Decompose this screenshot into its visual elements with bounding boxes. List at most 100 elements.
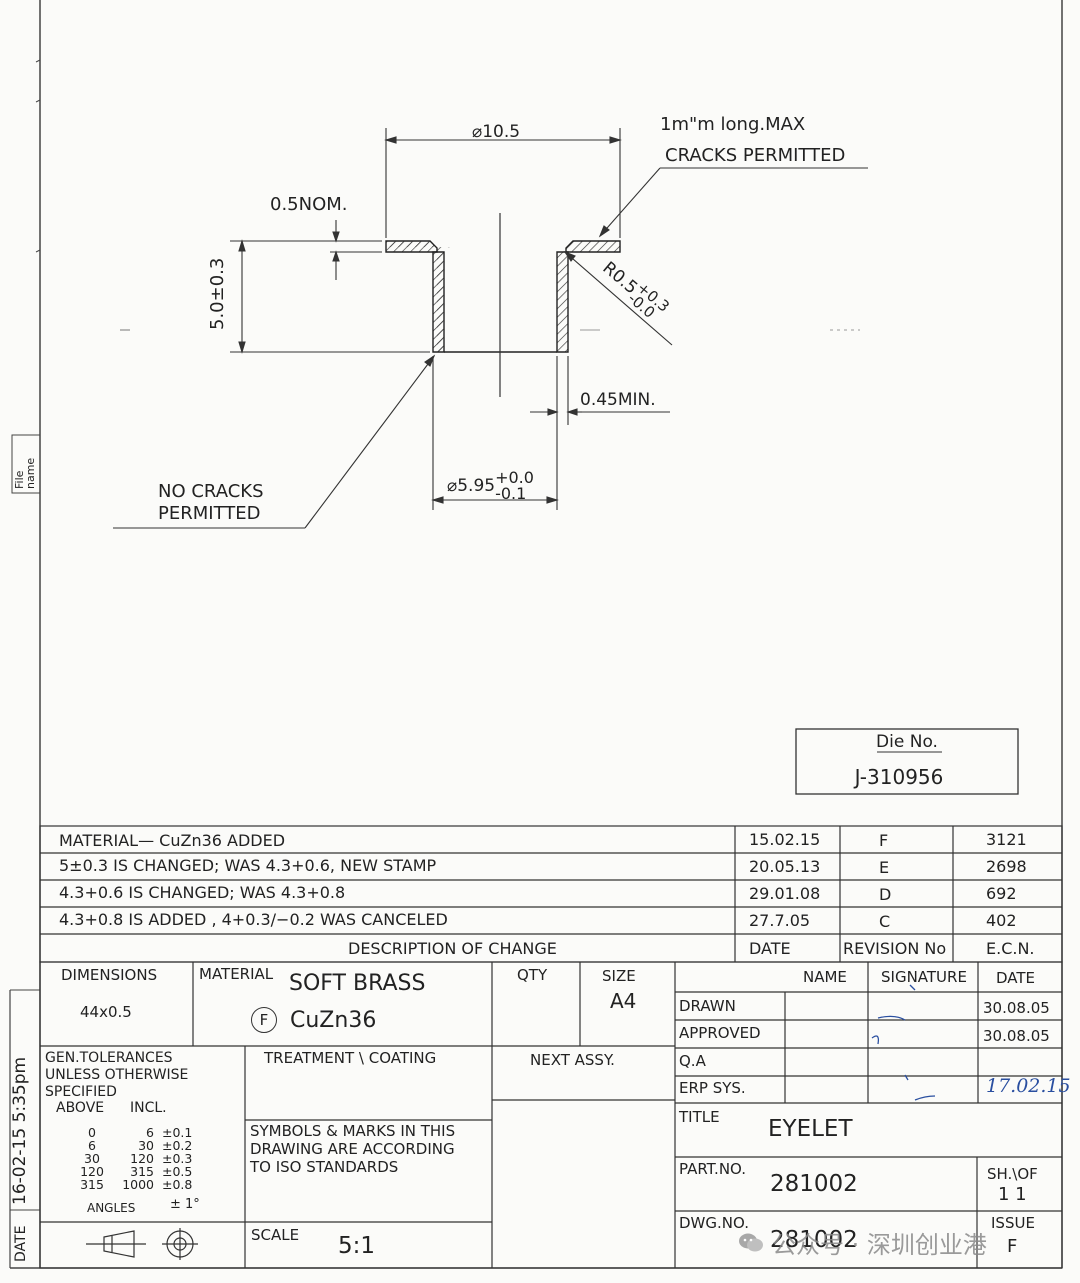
die-value: J-310956 (854, 765, 944, 789)
revision-header-rev: REVISION No (843, 939, 947, 958)
erp-date: 17.02.15 (986, 1075, 1071, 1097)
tolerance-value: ±0.8 (162, 1177, 193, 1192)
tolerance-row: 120 315 ±0.5 (72, 1165, 208, 1178)
size-value: A4 (610, 989, 637, 1013)
dwg-label: DWG.NO. (679, 1214, 749, 1232)
revision-description: 4.3+0.8 IS ADDED , 4+0.3/−0.2 WAS CANCEL… (59, 910, 448, 929)
tolerances-line1: GEN.TOLERANCES (45, 1050, 173, 1066)
dim-inner-diameter: ⌀5.95+0.0-0.1 (447, 470, 534, 502)
left-tube (432, 251, 445, 353)
watermark-text: 公众号 · 深圳创业港 (772, 1231, 987, 1259)
flange-note-line1: 1m"m long.MAX (660, 114, 806, 135)
revision-ecn: 2698 (986, 857, 1027, 876)
tolerance-incl: 120 (130, 1151, 154, 1166)
tolerances-line3: SPECIFIED (45, 1084, 117, 1100)
sheet-label: SH.\OF (987, 1165, 1038, 1183)
tolerance-above: 315 (80, 1177, 104, 1192)
file-name-label: File name (13, 457, 37, 489)
revision-description: MATERIAL— CuZn36 ADDED (59, 831, 286, 850)
chat-bubble-icon (738, 1232, 764, 1254)
issue-value: F (1007, 1236, 1018, 1257)
symbols-line3: TO ISO STANDARDS (250, 1158, 399, 1176)
qty-label: QTY (517, 966, 548, 984)
angles-label: ANGLES (87, 1201, 136, 1215)
drawn-date: 30.08.05 (983, 999, 1050, 1017)
qa-label: Q.A (679, 1052, 706, 1070)
dim-thickness: 0.5NOM. (270, 194, 348, 215)
eyelet-section (120, 213, 860, 397)
tolerance-above: 30 (84, 1151, 100, 1166)
revision-table-grid (39, 825, 1063, 963)
treatment-label: TREATMENT \ COATING (264, 1049, 437, 1067)
revision-date: 29.01.08 (749, 884, 821, 903)
left-flange (385, 240, 438, 253)
next-assy-label: NEXT ASSY. (530, 1051, 615, 1069)
title-label: TITLE (679, 1108, 720, 1126)
part-value: 281002 (770, 1171, 858, 1197)
revision-letter: F (879, 831, 889, 850)
tolerance-incl: 6 (146, 1125, 154, 1140)
revision-description: 5±0.3 IS CHANGED; WAS 4.3+0.6, NEW STAMP (59, 856, 437, 875)
tolerance-value: ±0.2 (162, 1138, 193, 1153)
signature-header: SIGNATURE (881, 968, 967, 986)
revision-header-date: DATE (749, 939, 791, 958)
tolerance-above: 0 (88, 1125, 96, 1140)
tolerance-above: 6 (88, 1138, 96, 1153)
tolerance-row: 315 1000 ±0.8 (72, 1178, 208, 1191)
name-header: NAME (803, 968, 847, 986)
flange-note-line2: CRACKS PERMITTED (665, 145, 846, 166)
date-label-side: DATE (13, 1225, 29, 1262)
symbols-line2: DRAWING ARE ACCORDING (250, 1140, 455, 1158)
issue-label: ISSUE (991, 1214, 1035, 1232)
symbols-line1: SYMBOLS & MARKS IN THIS (250, 1122, 456, 1140)
inner-diameter-value: ⌀5.95 (447, 476, 496, 496)
material-mark: F (251, 1007, 277, 1033)
inner-tol-minus: -0.1 (495, 484, 527, 503)
tolerance-row: 30 120 ±0.3 (72, 1152, 208, 1165)
tolerances-incl-header: INCL. (130, 1100, 167, 1116)
sheet-value: 1 1 (998, 1184, 1027, 1205)
tolerance-value: ±0.3 (162, 1151, 193, 1166)
revision-ecn: 402 (986, 911, 1017, 930)
dim-height: 5.0±0.3 (207, 257, 228, 330)
timestamp-label: 16-02-15 5:35pm (10, 1056, 30, 1205)
tolerance-above: 120 (80, 1164, 104, 1179)
projection-symbol (86, 1228, 198, 1260)
material-label: MATERIAL (199, 965, 274, 983)
revision-ecn: 3121 (986, 830, 1027, 849)
dim-wall-min: 0.45MIN. (580, 390, 656, 410)
revision-description: 4.3+0.6 IS CHANGED; WAS 4.3+0.8 (59, 883, 346, 902)
tolerance-incl: 30 (138, 1138, 154, 1153)
dimensions (113, 128, 868, 529)
angles-value: ± 1° (170, 1197, 200, 1212)
die-box (795, 728, 1019, 795)
part-label: PART.NO. (679, 1160, 747, 1178)
no-cracks-line2: PERMITTED (158, 503, 261, 524)
dwg-value: 281002 (770, 1227, 858, 1253)
right-flange (565, 240, 621, 253)
scale-value: 5:1 (338, 1233, 376, 1259)
tolerance-value: ±0.1 (162, 1125, 193, 1140)
tolerance-value: ±0.5 (162, 1164, 193, 1179)
revision-letter: D (879, 885, 892, 904)
material-name: SOFT BRASS (289, 971, 426, 996)
revision-letter: E (879, 858, 890, 877)
dimensions-value: 44x0.5 (80, 1003, 132, 1021)
dimensions-label: DIMENSIONS (61, 966, 158, 984)
tolerance-row: 6 30 ±0.2 (72, 1139, 208, 1152)
tolerance-incl: 315 (130, 1164, 154, 1179)
title-block-grid (39, 961, 1063, 1269)
tolerances-above-header: ABOVE (56, 1100, 105, 1116)
die-label: Die No. (876, 732, 938, 752)
signatures (871, 984, 936, 1101)
title-value: EYELET (768, 1116, 853, 1142)
tolerances-line2: UNLESS OTHERWISE (45, 1067, 189, 1083)
tolerance-incl: 1000 (122, 1177, 154, 1192)
right-tube (556, 251, 569, 353)
revision-letter: C (879, 912, 891, 931)
scale-label: SCALE (251, 1226, 300, 1244)
revision-date: 27.7.05 (749, 911, 811, 930)
watermark: 公众号 · 深圳创业港 (738, 1225, 987, 1260)
revision-header-ecn: E.C.N. (986, 939, 1035, 958)
